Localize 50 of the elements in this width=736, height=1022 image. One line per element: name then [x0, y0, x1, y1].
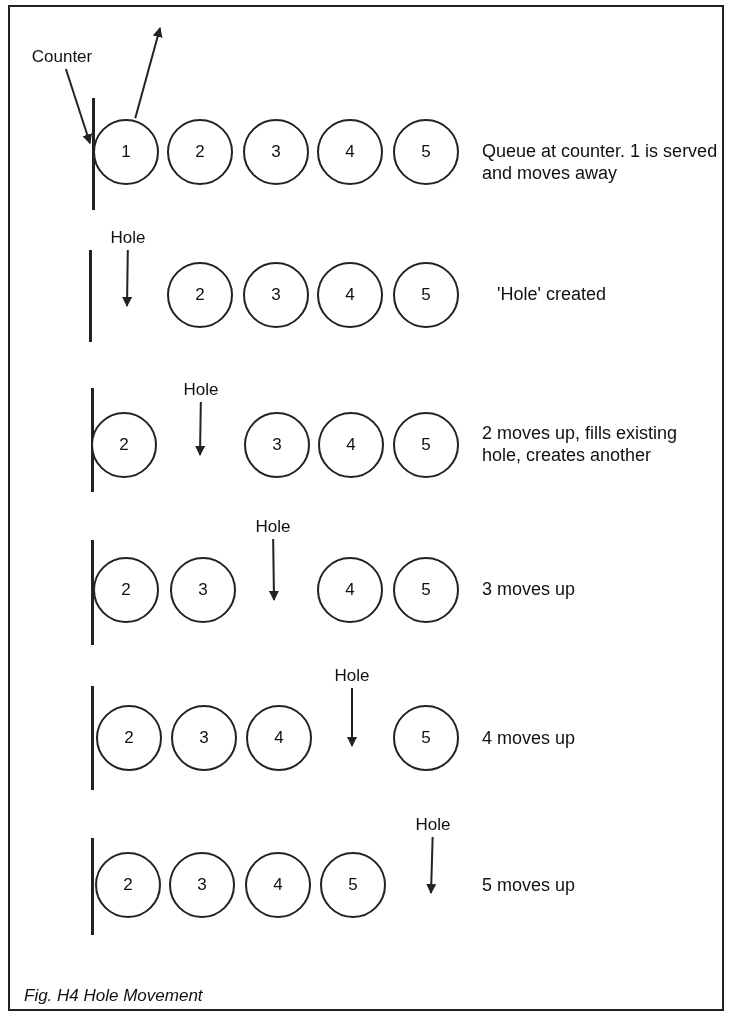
counter-bar [91, 838, 94, 935]
queue-circle: 3 [170, 557, 236, 623]
queue-circle: 5 [320, 852, 386, 918]
queue-circle: 5 [393, 412, 459, 478]
counter-bar [91, 540, 94, 645]
counter-label: Counter [31, 47, 93, 67]
queue-circle: 3 [243, 262, 309, 328]
hole-label: Hole [334, 666, 370, 686]
step-description: 2 moves up, fills existing hole, creates another [482, 422, 679, 466]
queue-circle: 2 [93, 557, 159, 623]
queue-circle: 5 [393, 119, 459, 185]
arrow [268, 538, 279, 601]
step-description: 4 moves up [482, 727, 577, 749]
queue-circle: 5 [393, 262, 459, 328]
queue-circle: 4 [245, 852, 311, 918]
queue-circle: 3 [171, 705, 237, 771]
queue-circle: 4 [317, 262, 383, 328]
hole-label: Hole [255, 517, 291, 537]
queue-circle: 1 [93, 119, 159, 185]
queue-circle: 3 [244, 412, 310, 478]
step-description: 5 moves up [482, 874, 577, 896]
queue-circle: 2 [91, 412, 157, 478]
queue-circle: 4 [246, 705, 312, 771]
counter-bar [92, 98, 95, 210]
arrow [347, 687, 357, 747]
queue-circle: 4 [317, 119, 383, 185]
figure-caption: Fig. H4 Hole Movement [24, 986, 203, 1006]
queue-circle: 2 [96, 705, 162, 771]
queue-circle: 2 [95, 852, 161, 918]
arrow [122, 249, 133, 307]
queue-circle: 3 [169, 852, 235, 918]
leader-arrow [64, 68, 92, 145]
counter-bar [91, 686, 94, 790]
queue-circle: 5 [393, 705, 459, 771]
queue-circle: 4 [318, 412, 384, 478]
step-description: 3 moves up [482, 578, 577, 600]
queue-circle: 2 [167, 119, 233, 185]
arrow [134, 27, 163, 120]
hole-label: Hole [110, 228, 146, 248]
arrow [426, 836, 437, 894]
hole-label: Hole [183, 380, 219, 400]
step-description: 'Hole' created [497, 283, 607, 305]
queue-circle: 3 [243, 119, 309, 185]
step-description: Queue at counter. 1 is served and moves away [482, 140, 718, 184]
queue-circle: 2 [167, 262, 233, 328]
queue-circle: 5 [393, 557, 459, 623]
arrow [195, 401, 206, 456]
queue-circle: 4 [317, 557, 383, 623]
hole-label: Hole [415, 815, 451, 835]
counter-bar [89, 250, 92, 342]
